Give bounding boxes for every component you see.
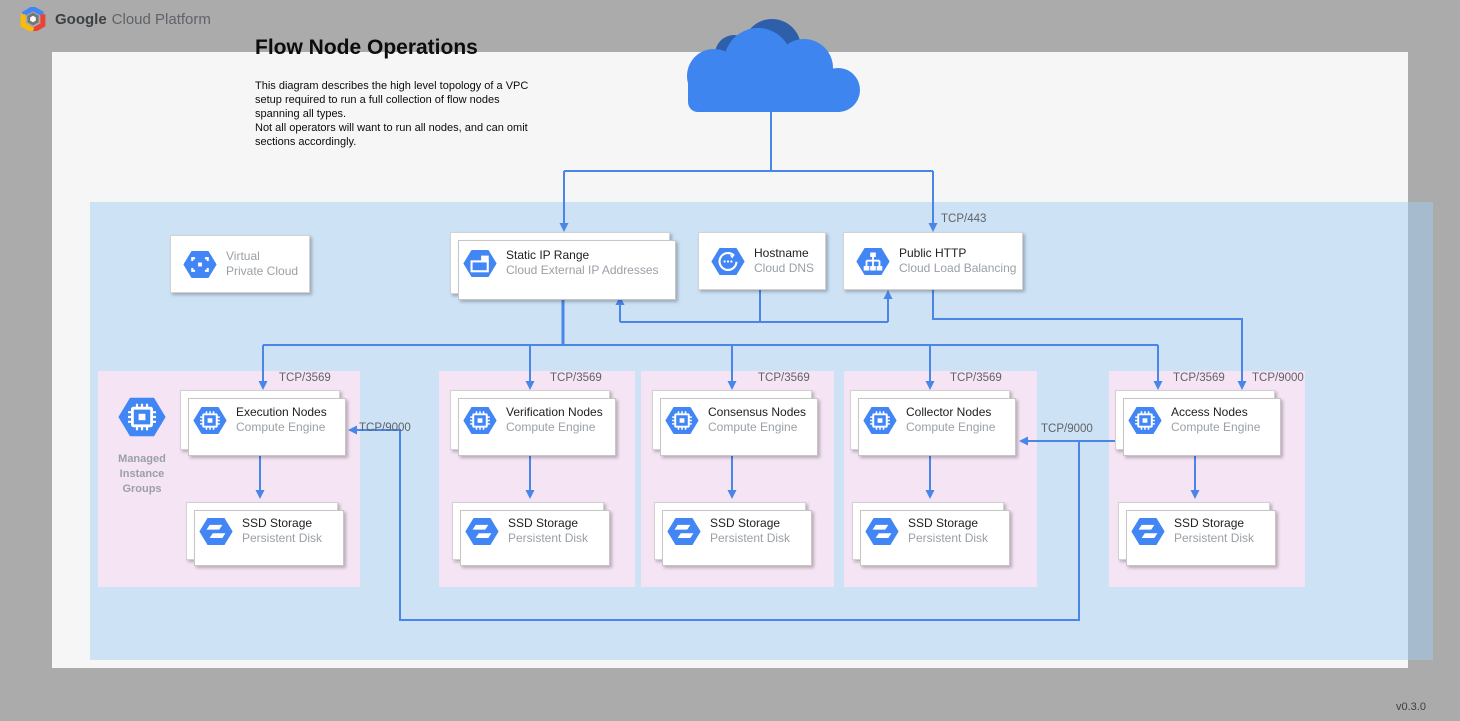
storage-card-title: SSD Storage: [242, 516, 313, 530]
storage-card-title: SSD Storage: [710, 516, 781, 530]
tcp-443-label: TCP/443: [941, 213, 987, 225]
consensus-ssd-storage-card: SSD Storage Persistent Disk: [654, 502, 812, 566]
tcp-3569-label-collector: TCP/3569: [950, 372, 1002, 384]
tcp-9000-label-execution-in: TCP/9000: [359, 422, 411, 434]
external-ip-hexagon-icon: [463, 249, 497, 277]
page-description: This diagram describes the high level to…: [255, 79, 531, 149]
page-description-line2: Not all operators will want to run all n…: [255, 122, 528, 148]
compute-engine-icon: [1128, 406, 1162, 434]
managed-instance-groups-label: Managed Instance Groups: [118, 453, 166, 495]
node-card-subtitle: Compute Engine: [506, 420, 596, 434]
tcp-3569-label-verification: TCP/3569: [550, 372, 602, 384]
storage-card-subtitle: Persistent Disk: [1174, 531, 1255, 545]
collector-nodes-card: Collector Nodes Compute Engine: [850, 390, 1016, 456]
storage-card-subtitle: Persistent Disk: [908, 531, 989, 545]
node-card-title: Access Nodes: [1171, 405, 1248, 419]
static-ip-card-title: Static IP Range: [506, 248, 590, 262]
page-description-line1: This diagram describes the high level to…: [255, 80, 529, 120]
load-balancer-hexagon-icon: [856, 247, 890, 275]
vpc-hexagon-icon: [183, 250, 217, 278]
vpc-card-subtitle: Private Cloud: [226, 264, 299, 278]
public-http-card-title: Public HTTP: [899, 246, 967, 260]
public-http-card-subtitle: Cloud Load Balancing: [899, 261, 1017, 275]
cloud-dns-hexagon-icon: [711, 247, 745, 275]
storage-card-title: SSD Storage: [508, 516, 579, 530]
consensus-nodes-card: Consensus Nodes Compute Engine: [652, 390, 818, 456]
compute-engine-icon: [665, 406, 699, 434]
verification-ssd-storage-card: SSD Storage Persistent Disk: [452, 502, 610, 566]
vpc-card-title: Virtual: [226, 249, 260, 263]
tcp-3569-label-access: TCP/3569: [1173, 372, 1225, 384]
node-card-title: Collector Nodes: [906, 405, 992, 419]
collector-ssd-storage-card: SSD Storage Persistent Disk: [852, 502, 1010, 566]
node-card-subtitle: Compute Engine: [236, 420, 326, 434]
node-card-subtitle: Compute Engine: [906, 420, 996, 434]
persistent-disk-icon: [667, 517, 701, 545]
gcp-logo-cloud-platform: Cloud Platform: [111, 10, 211, 28]
verification-nodes-card: Verification Nodes Compute Engine: [450, 390, 616, 456]
persistent-disk-icon: [1131, 517, 1165, 545]
static-ip-card-subtitle: Cloud External IP Addresses: [506, 263, 659, 277]
tcp-3569-label-execution: TCP/3569: [279, 372, 331, 384]
tcp-9000-label-collector-in: TCP/9000: [1041, 423, 1093, 435]
storage-card-subtitle: Persistent Disk: [242, 531, 323, 545]
persistent-disk-icon: [199, 517, 233, 545]
hostname-card-subtitle: Cloud DNS: [754, 261, 815, 275]
execution-ssd-storage-card: SSD Storage Persistent Disk: [186, 502, 344, 566]
tcp-3569-label-consensus: TCP/3569: [758, 372, 810, 384]
public-http-card: Public HTTP Cloud Load Balancing: [843, 232, 1023, 290]
node-card-title: Execution Nodes: [236, 405, 327, 419]
page-title: Flow Node Operations: [255, 36, 478, 59]
storage-card-subtitle: Persistent Disk: [710, 531, 791, 545]
persistent-disk-icon: [865, 517, 899, 545]
node-card-title: Consensus Nodes: [708, 405, 807, 419]
storage-card-title: SSD Storage: [908, 516, 979, 530]
version-label: v0.3.0: [1396, 701, 1426, 713]
node-card-subtitle: Compute Engine: [1171, 420, 1261, 434]
access-nodes-card: Access Nodes Compute Engine: [1115, 390, 1281, 456]
internet-cloud-icon: [687, 19, 860, 112]
virtual-private-cloud-card: Virtual Private Cloud: [170, 235, 310, 293]
gcp-logo-google: Google: [55, 10, 107, 28]
node-card-subtitle: Compute Engine: [708, 420, 798, 434]
managed-instance-groups-icon: [118, 397, 166, 437]
compute-engine-icon: [193, 406, 227, 434]
access-ssd-storage-card: SSD Storage Persistent Disk: [1118, 502, 1276, 566]
tcp-9000-label-access: TCP/9000: [1252, 372, 1304, 384]
execution-nodes-card: Execution Nodes Compute Engine: [180, 390, 346, 456]
compute-engine-icon: [463, 406, 497, 434]
gcp-logo-icon: [20, 7, 46, 31]
compute-engine-icon: [863, 406, 897, 434]
storage-card-subtitle: Persistent Disk: [508, 531, 589, 545]
hostname-card: Hostname Cloud DNS: [698, 232, 826, 290]
hostname-card-title: Hostname: [754, 246, 809, 260]
persistent-disk-icon: [465, 517, 499, 545]
node-card-title: Verification Nodes: [506, 405, 603, 419]
static-ip-range-card: Static IP Range Cloud External IP Addres…: [450, 232, 676, 300]
storage-card-title: SSD Storage: [1174, 516, 1245, 530]
